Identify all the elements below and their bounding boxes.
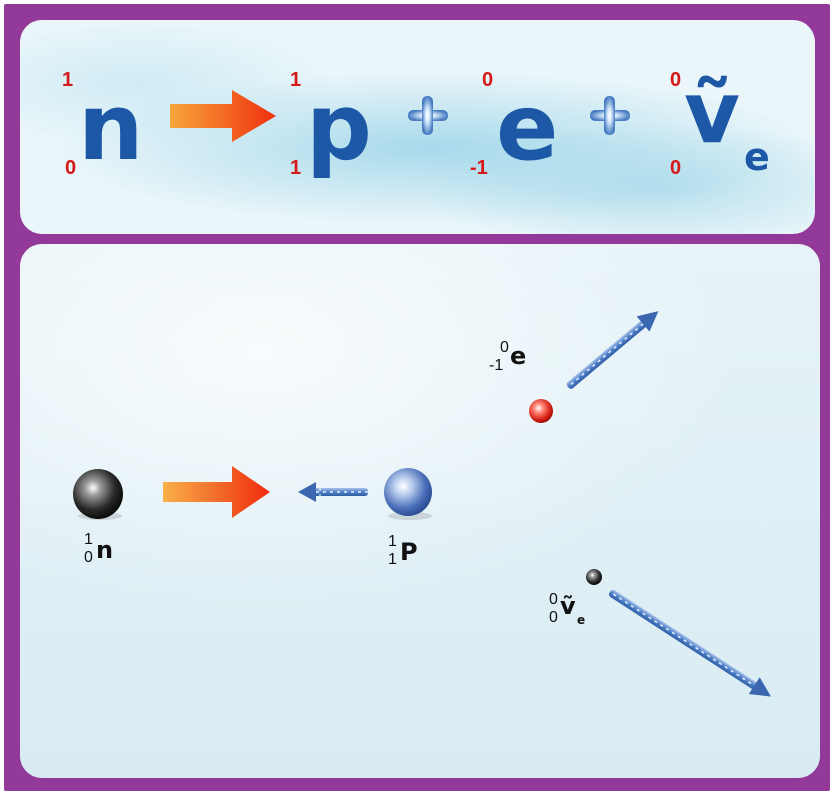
- diagram-panel: 1 0 n 1 1 P 0 -1 e 0 0 ṽ e: [20, 244, 820, 778]
- plus-sign-1: [408, 96, 448, 135]
- proton-charge: 1: [388, 552, 397, 568]
- eq-neutron-charge: 0: [65, 158, 76, 178]
- reaction-arrow-bottom: [163, 466, 270, 518]
- equation-panel: 1 0 n 1 1 p 0 -1 e 0 0 ṽ e: [20, 20, 815, 234]
- proton-symbol: P: [400, 540, 418, 564]
- plus-sign-2: [590, 96, 630, 135]
- eq-antineutrino-mass: 0: [670, 70, 681, 90]
- eq-antineutrino-charge: 0: [670, 158, 681, 178]
- eq-electron-symbol: e: [496, 82, 558, 174]
- diagram-graphics: [20, 244, 820, 778]
- eq-antineutrino-symbol: ṽ: [684, 70, 740, 156]
- antineutrino-ball: [586, 569, 602, 585]
- eq-proton-charge: 1: [290, 158, 301, 178]
- eq-proton-symbol: p: [306, 82, 372, 174]
- electron-ball: [529, 399, 553, 423]
- electron-momentum-arrow: [562, 303, 665, 394]
- neutron-symbol: n: [96, 538, 113, 562]
- antineutrino-charge: 0: [549, 610, 558, 626]
- electron-mass: 0: [500, 340, 509, 356]
- eq-antineutrino-subscript: e: [744, 138, 770, 176]
- electron-charge: -1: [489, 358, 503, 374]
- proton-recoil-arrow: [298, 482, 368, 502]
- antineutrino-mass: 0: [549, 592, 558, 608]
- neutron-mass: 1: [84, 532, 93, 548]
- antineutrino-symbol: ṽ: [560, 594, 576, 618]
- eq-electron-charge: -1: [470, 158, 488, 178]
- eq-electron-mass: 0: [482, 70, 493, 90]
- reaction-arrow-top: [170, 90, 276, 142]
- neutron-charge: 0: [84, 550, 93, 566]
- antineutrino-subscript: e: [577, 614, 585, 626]
- neutron-ball: [73, 469, 123, 519]
- eq-proton-mass: 1: [290, 70, 301, 90]
- eq-neutron-symbol: n: [78, 82, 144, 174]
- eq-neutron-mass: 1: [62, 70, 73, 90]
- electron-symbol: e: [510, 344, 526, 368]
- antineutrino-momentum-arrow: [605, 584, 777, 705]
- proton-mass: 1: [388, 534, 397, 550]
- proton-ball: [384, 468, 432, 516]
